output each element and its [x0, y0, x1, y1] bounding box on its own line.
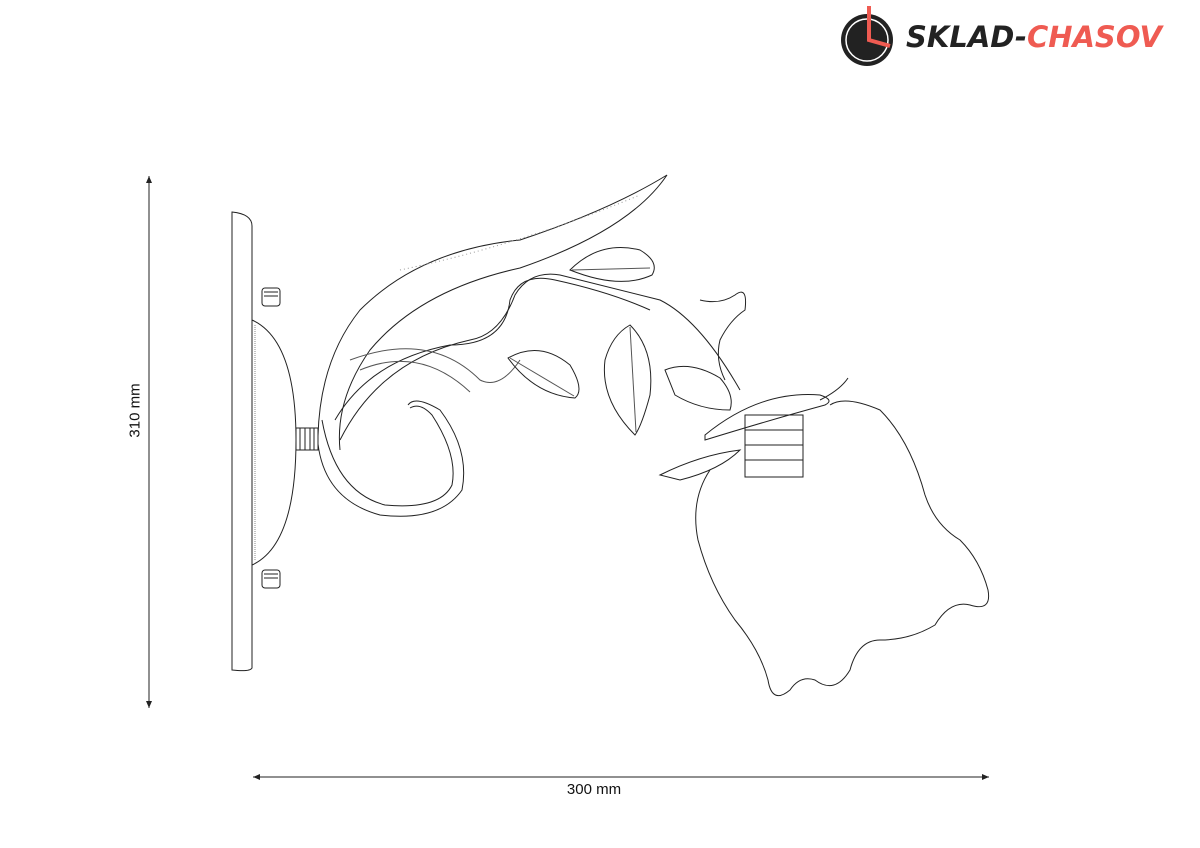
leaves: [507, 247, 746, 436]
width-dimension-label: 300 mm: [566, 781, 622, 798]
brand-name-part1: SKLAD-: [906, 20, 1027, 54]
wall-plate: [231, 211, 319, 672]
clock-icon: [841, 6, 893, 66]
brand-name: SKLAD-CHASOV: [906, 20, 1162, 54]
height-dimension-label: 310 mm: [126, 383, 144, 438]
brand-name-part2: CHASOV: [1026, 20, 1162, 54]
brand-logo: SKLAD-CHASOV: [838, 4, 1200, 70]
glass-shade: [695, 400, 990, 697]
lamp-arm: [317, 174, 741, 517]
lamp-socket: [658, 377, 849, 481]
